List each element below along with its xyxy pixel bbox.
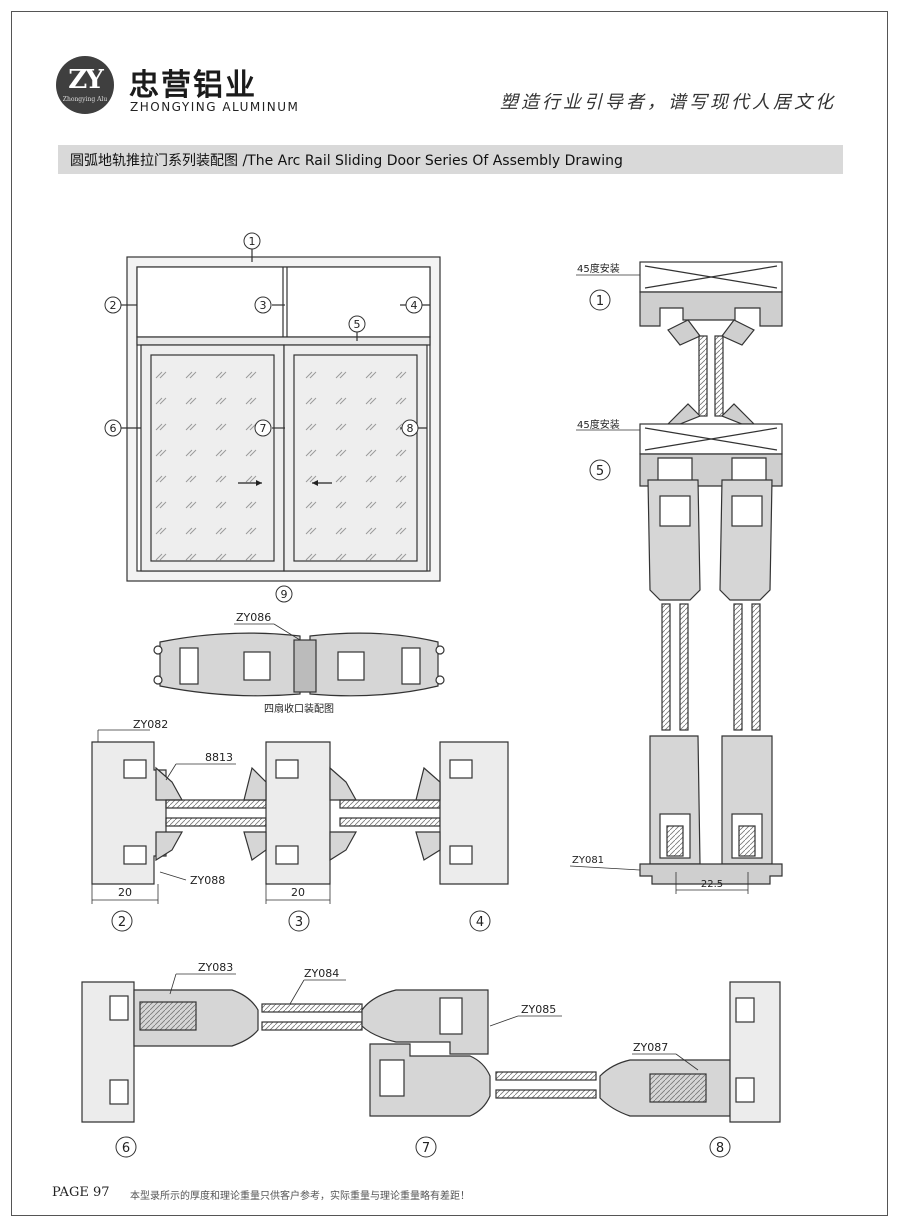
logo-monogram: ZY (68, 65, 104, 95)
title-bar (58, 145, 843, 174)
section-callout-3: 3 (295, 915, 303, 930)
callout-5: 5 (354, 318, 361, 331)
label-zy086: ZY086 (236, 611, 271, 624)
section-callout-7: 7 (422, 1141, 430, 1156)
door-elevation (121, 249, 441, 582)
callout-2: 2 (110, 299, 117, 312)
callout-1: 1 (249, 235, 256, 248)
company-logo: ZY Zhongying Alu (56, 56, 114, 114)
brand-name-en: ZHONGYING ALUMINUM (130, 100, 300, 114)
right-glass (293, 354, 418, 562)
vertical-section (569, 261, 783, 894)
callout-3: 3 (260, 299, 267, 312)
slogan: 塑造行业引导者，谱写现代人居文化 (500, 92, 836, 113)
left-glass (150, 354, 275, 562)
four-leaf-section (153, 623, 445, 697)
elevation-callouts: 1 2 3 4 5 6 7 8 9 (104, 232, 423, 603)
page-number: PAGE 97 (52, 1185, 110, 1200)
label-zy083: ZY083 (198, 961, 233, 974)
arrow-right-icon (256, 480, 262, 486)
dimension-20-mid: 20 (291, 886, 305, 899)
section-callout-5: 5 (596, 464, 604, 479)
page-title: 圆弧地轨推拉门系列装配图 /The Arc Rail Sliding Door … (70, 153, 623, 169)
footer-disclaimer: 本型录所示的厚度和理论重量只供客户参考，实际重量与理论重量略有差距！ (130, 1191, 470, 1202)
callout-7: 7 (260, 422, 267, 435)
four-leaf-caption: 四扇收口装配图 (264, 702, 334, 715)
label-zy082: ZY082 (133, 718, 168, 731)
section-callout-1: 1 (596, 294, 604, 309)
label-zy087: ZY087 (633, 1041, 668, 1054)
label-zy081: ZY081 (572, 855, 604, 866)
section-2-3-4 (91, 729, 509, 904)
section-callout-4: 4 (476, 915, 484, 930)
section-callout-2: 2 (118, 915, 126, 930)
dimension-22-5: 22.5 (701, 879, 723, 890)
arrow-left-icon (312, 480, 318, 486)
install-note-mid: 45度安装 (577, 418, 620, 431)
section-2-3-4-labels: ZY082 8813 ZY088 20 20 2 3 4 (111, 718, 491, 932)
transom-bar (136, 336, 431, 346)
label-8813: 8813 (205, 751, 233, 764)
vertical-section-labels: 45度安装 45度安装 1 5 ZY081 22.5 (572, 262, 723, 890)
label-zy085: ZY085 (521, 1003, 556, 1016)
label-zy088: ZY088 (190, 874, 225, 887)
section-6-7-8-labels: ZY083 ZY084 ZY085 ZY087 6 7 8 (115, 961, 731, 1158)
section-callout-6: 6 (122, 1141, 130, 1156)
callout-8: 8 (407, 422, 414, 435)
page-border (11, 11, 888, 1216)
brand-name-cn: 忠营铝业 (129, 68, 257, 103)
callout-6: 6 (110, 422, 117, 435)
dimension-20-left: 20 (118, 886, 132, 899)
logo-subtext: Zhongying Alu (62, 96, 108, 103)
callout-9: 9 (281, 588, 288, 601)
section-6-7-8 (81, 973, 781, 1123)
callout-4: 4 (411, 299, 418, 312)
label-zy084: ZY084 (304, 967, 339, 980)
section-callout-8: 8 (716, 1141, 724, 1156)
install-note-top: 45度安装 (577, 262, 620, 275)
